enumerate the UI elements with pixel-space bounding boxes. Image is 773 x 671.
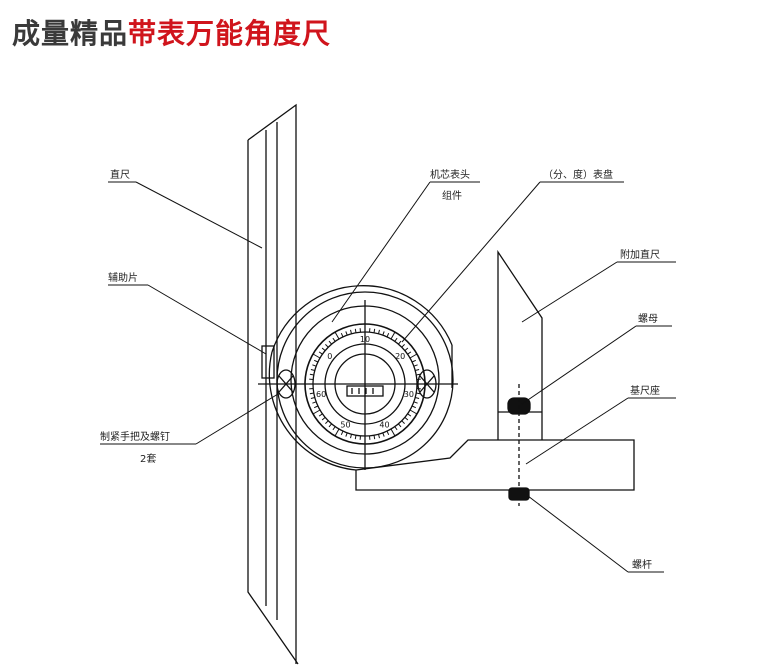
dial-tick [411,405,417,409]
dial-numbers: 10 20 30 40 50 60 0 [316,335,414,430]
dial-tick [318,351,323,355]
dial-tick [401,344,405,348]
dial-tick [310,397,315,399]
dial-number: 30 [404,390,414,399]
dial-tick [309,373,314,376]
dial-tick [413,364,418,367]
page-title-brand: 成量精品 [12,17,129,50]
dial-tick [378,329,380,334]
dial-tick [411,359,417,363]
label-spacer-plate: 辅助片 [108,271,138,284]
label-nut: 螺母 [638,313,658,325]
dial-tick [407,351,412,355]
dial-tick [415,397,420,399]
dial-tick [310,369,315,371]
label-screw-rod: 螺杆 [632,559,652,571]
dial-tick [416,392,421,395]
label-dial: （分、度）表盘 [543,168,613,181]
dial-number: 0 [327,352,332,361]
dial-tick [413,401,418,404]
label-center-head-1: 机芯表头 [430,168,470,181]
dial-tick [350,434,352,439]
dial-tick [328,423,332,428]
dial-tick [407,413,412,417]
dial-tick [404,347,409,351]
dial-tick [318,413,323,417]
dial-tick [354,435,357,440]
dial-tick [325,344,329,348]
dial-tick [394,426,398,431]
dial-tick [313,359,319,363]
dial-number: 40 [379,421,389,430]
label-base-ruler: 基尺座 [630,384,660,397]
label-lock-screw-2: 2套 [140,452,156,465]
dial-tick [321,347,326,351]
dial-tick [312,401,317,404]
dial-tick [312,353,321,359]
dial-tick [404,417,409,421]
dial-tick [354,328,357,333]
dial-tick [394,337,398,342]
dial-tick [313,405,319,409]
dial-tick [378,434,380,439]
page-title-product: 带表万能角度尺 [128,17,332,50]
dial-tick [415,369,420,371]
dial-tick [373,435,376,440]
dial-number: 50 [340,421,350,430]
dial-tick [390,331,396,340]
dial-number: 60 [316,390,326,399]
dial-tick [309,392,314,395]
dial-tick [390,428,396,437]
dial-tick [328,340,332,345]
label-main-ruler: 直尺 [110,168,130,181]
dial-tick [398,423,402,428]
dial-tick [382,432,385,437]
dial-tick [340,430,344,436]
dial-tick [416,373,421,376]
dial-tick [340,332,344,338]
dial-tick [334,428,340,437]
dial-tick [345,331,348,336]
leader-lines [100,181,676,573]
dial-tick [409,353,418,359]
dial-tick [386,332,390,338]
screw-rod [508,487,530,501]
dial-number: 10 [360,335,370,344]
dial-tick [401,420,405,424]
dial-tick [373,328,376,333]
dial-tick [350,329,352,334]
dial-tick [409,409,418,415]
dial-tick [345,432,348,437]
dial-number: 20 [395,352,405,361]
page-title: 成量精品带表万能角度尺 [12,14,331,54]
dial-tick [398,340,402,345]
spacer-plate [261,345,275,379]
dial-tick [334,331,340,340]
label-aux-straight-ruler: 附加直尺 [620,248,660,261]
label-center-head-2: 组件 [442,189,462,202]
dial-tick [332,337,336,342]
dial-tick [386,430,390,436]
dial-tick [321,417,326,421]
dial-tick [332,426,336,431]
dial-tick [325,420,329,424]
label-lock-screw-1: 制紧手把及螺钉 [100,430,170,443]
dial-tick [312,364,317,367]
base-ruler-seat [355,439,635,491]
dial-tick [312,409,321,415]
dial-tick [382,331,385,336]
